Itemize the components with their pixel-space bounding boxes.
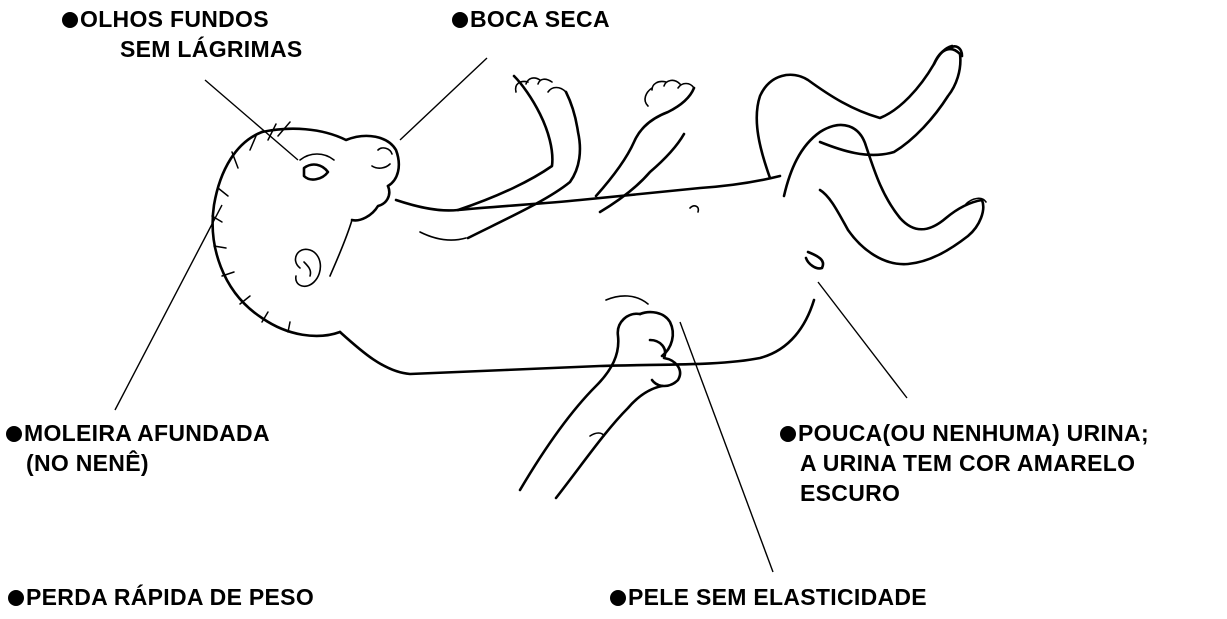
leader-urine	[818, 282, 907, 398]
little-urine-line3: ESCURO	[780, 478, 1149, 508]
sunken-fontanelle-line1: MOLEIRA AFUNDADA	[24, 420, 270, 446]
bullet-dot	[780, 426, 796, 442]
baby-arms	[458, 76, 694, 238]
leader-mouth	[400, 58, 487, 140]
baby-head	[212, 122, 399, 336]
weight-loss-text: PERDA RÁPIDA DE PESO	[26, 584, 314, 610]
skin-elasticity-label: PELE SEM ELASTICIDADE	[610, 582, 927, 612]
dry-mouth-text: BOCA SECA	[470, 6, 610, 32]
little-urine-line1: POUCA(OU NENHUMA) URINA;	[798, 420, 1149, 446]
little-urine-label: POUCA(OU NENHUMA) URINA; A URINA TEM COR…	[780, 418, 1149, 508]
sunken-fontanelle-line2: (NO NENÊ)	[6, 448, 270, 478]
leader-fontanelle	[115, 205, 222, 410]
adult-hand	[520, 296, 680, 498]
bullet-dot	[6, 426, 22, 442]
sunken-eyes-line1: OLHOS FUNDOS	[80, 6, 269, 32]
bullet-dot	[8, 590, 24, 606]
sunken-eyes-line2: SEM LÁGRIMAS	[62, 34, 303, 64]
little-urine-line2: A URINA TEM COR AMARELO	[780, 448, 1149, 478]
dry-mouth-label: BOCA SECA	[452, 4, 610, 34]
skin-elasticity-text: PELE SEM ELASTICIDADE	[628, 584, 927, 610]
baby-legs	[757, 46, 986, 264]
weight-loss-label: PERDA RÁPIDA DE PESO	[8, 582, 314, 612]
baby-torso	[340, 176, 823, 374]
bullet-dot	[452, 12, 468, 28]
sunken-eyes-label: OLHOS FUNDOS SEM LÁGRIMAS	[62, 4, 303, 64]
bullet-dot	[610, 590, 626, 606]
sunken-fontanelle-label: MOLEIRA AFUNDADA (NO NENÊ)	[6, 418, 270, 478]
bullet-dot	[62, 12, 78, 28]
